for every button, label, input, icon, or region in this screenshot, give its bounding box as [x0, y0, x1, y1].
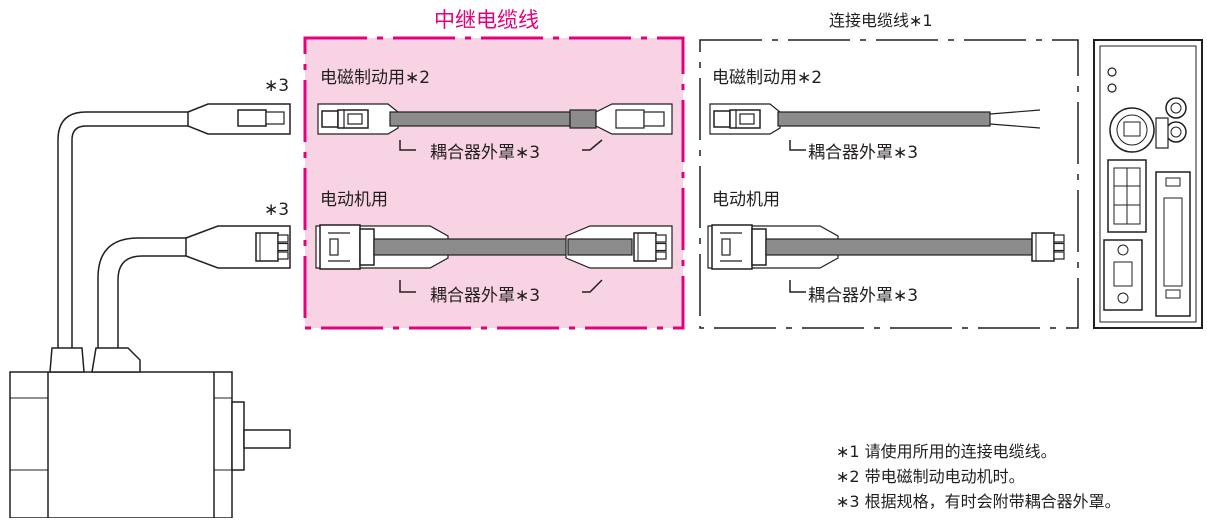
- motor-side-brake-connector: [187, 103, 291, 135]
- driver-unit: [1093, 39, 1203, 329]
- connection-motor-cover-label: 耦合器外罩∗3: [808, 286, 919, 306]
- connection-cable-box: [699, 39, 1079, 329]
- footnote-3: ∗3 根据规格，有时会附带耦合器外罩。: [836, 492, 1121, 511]
- footnote-1: ∗1 请使用所用的连接电缆线。: [836, 442, 1057, 461]
- relay-motor-cover-label: 耦合器外罩∗3: [430, 286, 541, 306]
- relay-motor-label: 电动机用: [320, 190, 388, 210]
- motor-lead-note-mark: ∗3: [264, 200, 290, 220]
- relay-brake-label: 电磁制动用∗2: [320, 68, 431, 88]
- connection-cable-title: 连接电缆线∗1: [829, 11, 933, 30]
- connection-motor-label: 电动机用: [712, 190, 780, 210]
- motor-side-motor-connector: [185, 225, 291, 269]
- footnote-2: ∗2 带电磁制动电动机时。: [836, 467, 1025, 486]
- motor-lead-cables: [57, 111, 188, 348]
- connection-brake-cable: [709, 103, 1041, 151]
- relay-brake-cable: [317, 103, 673, 151]
- connection-brake-cover-label: 耦合器外罩∗3: [808, 143, 919, 163]
- connection-motor-cable: [707, 224, 1065, 293]
- motor-brake-note-mark: ∗3: [264, 76, 290, 96]
- relay-brake-cover-label: 耦合器外罩∗3: [430, 143, 541, 163]
- relay-cable-title: 中继电缆线: [434, 8, 539, 32]
- motor-illustration: [9, 347, 291, 519]
- relay-motor-cable: [315, 224, 673, 293]
- connection-brake-label: 电磁制动用∗2: [712, 68, 823, 88]
- relay-cable-box: [303, 36, 685, 330]
